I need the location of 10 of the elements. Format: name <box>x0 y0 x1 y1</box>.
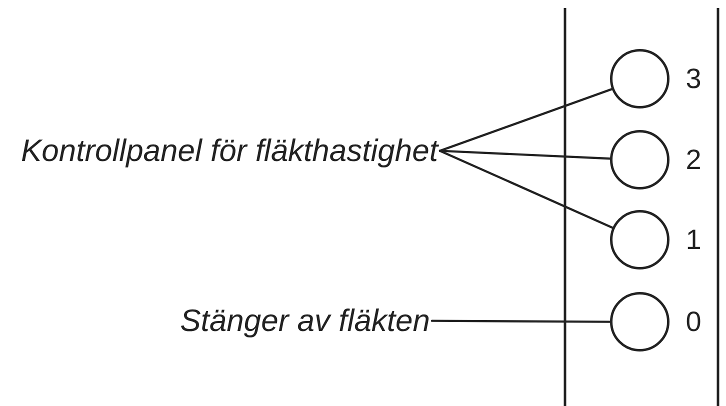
callout-label: Stänger av fläkten <box>180 303 430 339</box>
setting-number: 2 <box>686 146 702 174</box>
leader-line <box>438 150 614 229</box>
leader-line <box>438 88 614 152</box>
setting-number: 0 <box>686 308 702 336</box>
callout-label: Kontrollpanel för fläkthastighet <box>20 133 438 169</box>
setting-number: 3 <box>686 65 702 93</box>
leader-line <box>438 150 612 160</box>
leader-line <box>430 320 612 323</box>
setting-number: 1 <box>686 226 702 254</box>
